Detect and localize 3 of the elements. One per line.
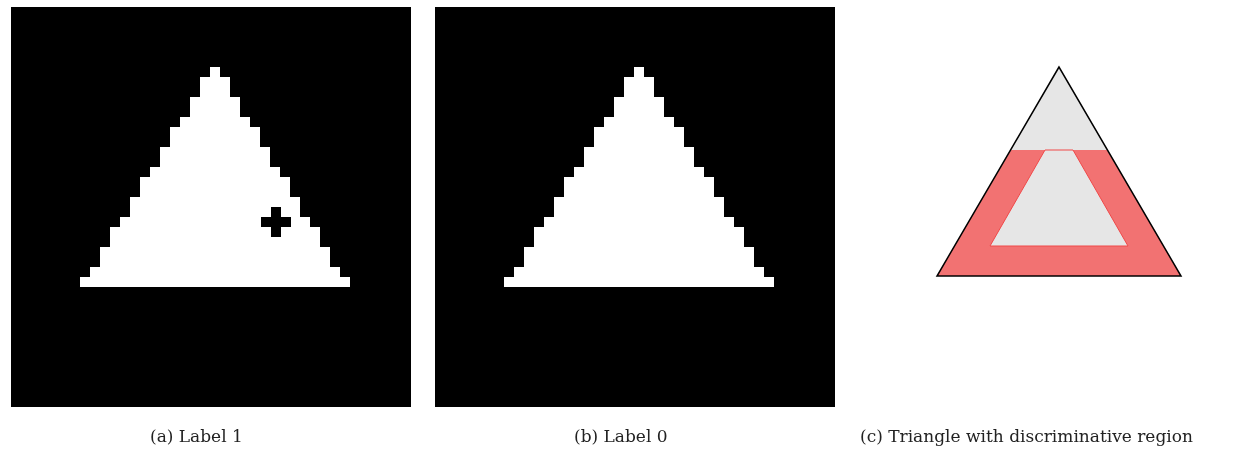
figure-caption: (c) Triangle with discriminative region <box>860 425 1194 448</box>
figure-caption: (b) Label 0 <box>574 425 668 448</box>
figure-caption: (a) Label 1 <box>150 425 243 448</box>
